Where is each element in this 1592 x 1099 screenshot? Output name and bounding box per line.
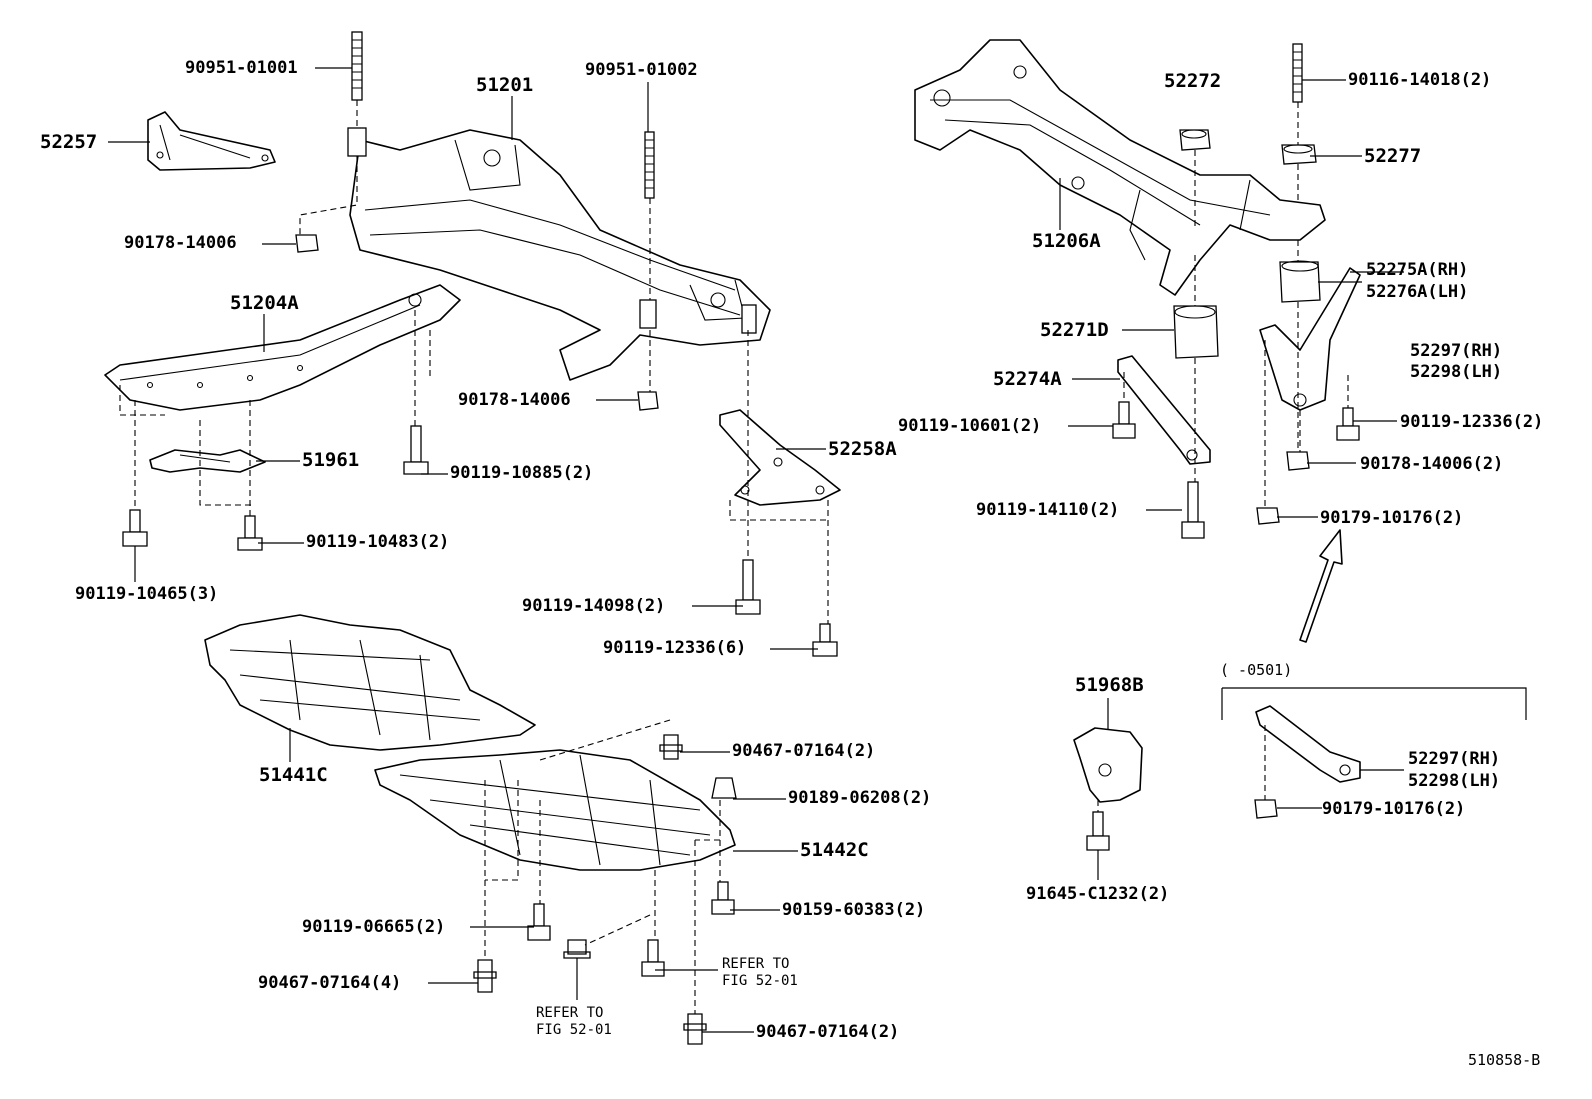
engine-undercover-51441C	[204, 614, 536, 751]
callout-52272[interactable]: 52272	[1164, 70, 1222, 92]
callout-90119-10601[interactable]: 90119-10601(2)	[898, 416, 1042, 436]
rear-crossmember-51206A	[914, 39, 1326, 296]
bolt-refer	[641, 939, 665, 977]
bolt-90119-06665	[527, 903, 551, 941]
callout-90178-14006-2[interactable]: 90178-14006(2)	[1360, 454, 1504, 474]
callout-91645-C1232[interactable]: 91645-C1232(2)	[1026, 884, 1170, 904]
clip-refer	[563, 939, 591, 959]
callout-90119-12336-6[interactable]: 90119-12336(6)	[603, 638, 747, 658]
callout-52277[interactable]: 52277	[1364, 145, 1422, 167]
bracket-51968B	[1073, 727, 1143, 803]
date-range-note: ( -0501)	[1220, 661, 1293, 679]
arm-52297-b	[1255, 705, 1361, 783]
bolt-90159-60383	[711, 881, 735, 915]
clip-90467-07164-a	[659, 734, 683, 760]
arm-52297-a	[1259, 267, 1361, 411]
callout-90467-07164-c[interactable]: 90467-07164(2)	[756, 1022, 900, 1042]
callout-52274A[interactable]: 52274A	[993, 368, 1062, 390]
bracket-52257	[147, 111, 276, 171]
bolt-90119-10601	[1112, 401, 1136, 439]
callout-52297-b[interactable]: 52297(RH)	[1408, 749, 1501, 769]
nut-90178-14006-2	[1286, 451, 1310, 471]
callout-90467-07164-4[interactable]: 90467-07164(4)	[258, 973, 402, 993]
callout-52298-b[interactable]: 52298(LH)	[1408, 771, 1501, 791]
callout-52276A[interactable]: 52276A(LH)	[1366, 282, 1469, 302]
callout-51204A[interactable]: 51204A	[230, 292, 299, 314]
callout-90119-10885[interactable]: 90119-10885(2)	[450, 463, 594, 483]
stud-90951-01001	[351, 31, 363, 101]
callout-52297-a[interactable]: 52297(RH)	[1410, 341, 1503, 361]
arrow	[1299, 529, 1343, 643]
callout-90189-06208[interactable]: 90189-06208(2)	[788, 788, 932, 808]
callout-90951-01001[interactable]: 90951-01001	[185, 58, 298, 78]
callout-90179-10176-a[interactable]: 90179-10176(2)	[1320, 508, 1464, 528]
diagram-id: 510858-B	[1468, 1051, 1541, 1069]
nut-90179-10176-a	[1256, 507, 1280, 525]
stud-90116-14018	[1292, 43, 1303, 103]
callout-51206A[interactable]: 51206A	[1032, 230, 1101, 252]
bushing-52272	[1179, 129, 1211, 151]
engine-undercover-51442C	[374, 749, 736, 871]
nut-90178-14006-b	[637, 391, 659, 411]
callout-90119-14098[interactable]: 90119-14098(2)	[522, 596, 666, 616]
bushing-52277	[1281, 144, 1317, 165]
clip-90189-06208	[711, 777, 737, 799]
callout-51201[interactable]: 51201	[476, 74, 534, 96]
bushing-52271D	[1173, 305, 1219, 359]
bolt-90119-10483	[237, 515, 263, 551]
callout-90467-07164-a[interactable]: 90467-07164(2)	[732, 741, 876, 761]
callout-51441C[interactable]: 51441C	[259, 764, 328, 786]
callout-52271D[interactable]: 52271D	[1040, 319, 1109, 341]
callout-52298-a[interactable]: 52298(LH)	[1410, 362, 1503, 382]
callout-51961[interactable]: 51961	[302, 449, 360, 471]
callout-51968B[interactable]: 51968B	[1075, 674, 1144, 696]
clip-90467-07164-c	[683, 1013, 707, 1045]
bracket-51961	[149, 449, 266, 473]
callout-90178-14006-a[interactable]: 90178-14006	[124, 233, 237, 253]
bolt-90119-10885	[403, 425, 429, 475]
clip-90467-07164-4	[473, 959, 497, 993]
callout-90159-60383[interactable]: 90159-60383(2)	[782, 900, 926, 920]
callout-90178-14006-b[interactable]: 90178-14006	[458, 390, 571, 410]
callout-90119-12336-2[interactable]: 90119-12336(2)	[1400, 412, 1544, 432]
callout-90119-06665[interactable]: 90119-06665(2)	[302, 917, 446, 937]
bolt-90119-10465	[122, 509, 148, 547]
callout-51442C[interactable]: 51442C	[800, 839, 869, 861]
callout-52275A[interactable]: 52275A(RH)	[1366, 260, 1469, 280]
nut-90179-10176-b	[1254, 799, 1278, 819]
arm-52274A	[1117, 355, 1211, 465]
bolt-90119-14098	[735, 559, 761, 615]
callout-90119-10465[interactable]: 90119-10465(3)	[75, 584, 219, 604]
front-crossmember-51201	[347, 127, 771, 381]
bolt-90119-12336-6	[812, 623, 838, 657]
bracket-52258A	[719, 409, 841, 506]
bushing-52275A	[1279, 260, 1321, 303]
bolt-91645-C1232	[1086, 811, 1110, 851]
callout-90179-10176-b[interactable]: 90179-10176(2)	[1322, 799, 1466, 819]
callout-52258A[interactable]: 52258A	[828, 438, 897, 460]
callout-52257[interactable]: 52257	[40, 131, 98, 153]
callout-90119-10483[interactable]: 90119-10483(2)	[306, 532, 450, 552]
nut-90178-14006-a	[295, 234, 319, 253]
stud-90951-01002	[644, 131, 655, 199]
callout-90116-14018[interactable]: 90116-14018(2)	[1348, 70, 1492, 90]
callout-90951-01002[interactable]: 90951-01002	[585, 60, 698, 80]
callout-90119-14110[interactable]: 90119-14110(2)	[976, 500, 1120, 520]
brace-51204A	[104, 284, 461, 411]
bolt-90119-14110	[1181, 481, 1205, 539]
bolt-90119-12336-2	[1336, 407, 1360, 441]
